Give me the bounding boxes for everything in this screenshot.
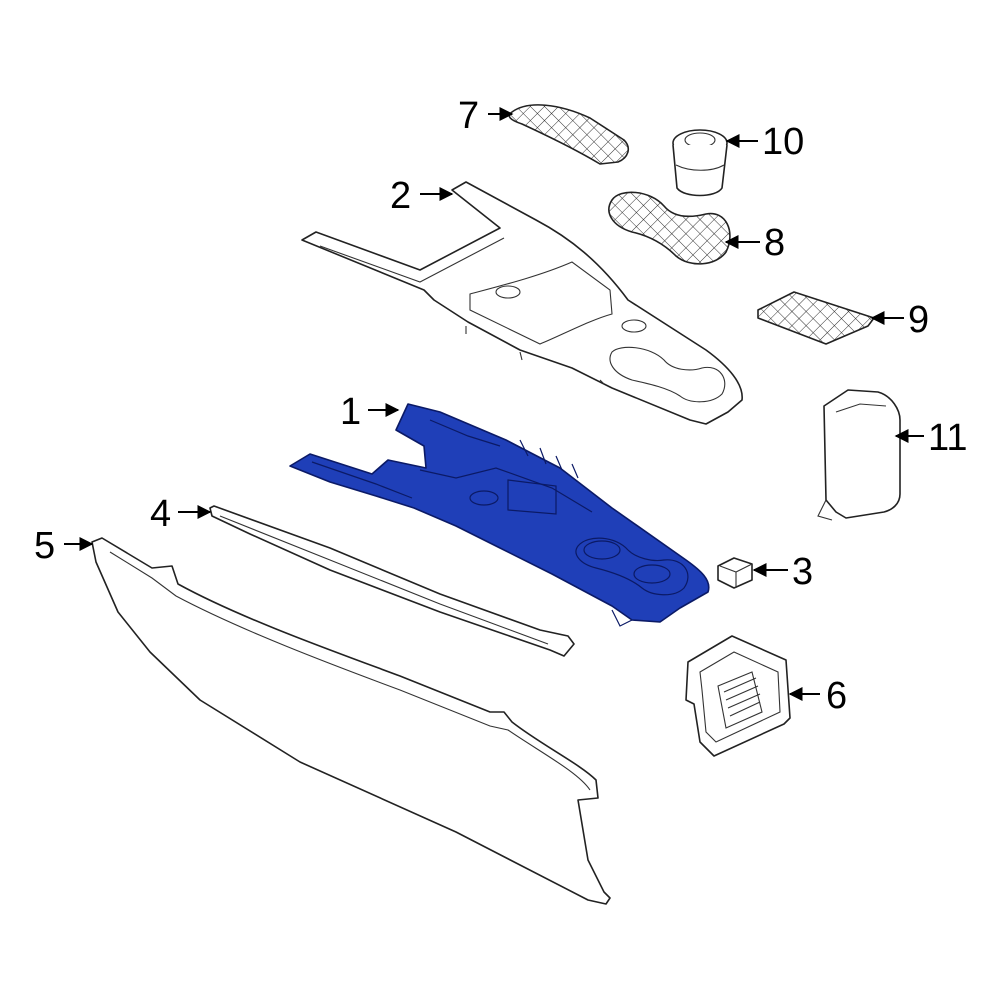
callout-3: 3 — [792, 551, 813, 593]
callout-10: 10 — [762, 121, 804, 163]
callout-6: 6 — [826, 675, 847, 717]
part-9-mesh-pad[interactable] — [757, 291, 875, 345]
part-5-side-panel[interactable] — [91, 537, 611, 905]
part-3-clip[interactable] — [717, 557, 753, 589]
leader-lines — [64, 107, 924, 701]
callout-11: 11 — [928, 417, 967, 459]
part-7-mat[interactable] — [508, 104, 630, 165]
part-6-air-vent[interactable] — [685, 635, 791, 757]
part-11-side-panel[interactable] — [817, 389, 901, 521]
part-1-console-base[interactable] — [289, 403, 710, 627]
callout-4: 4 — [150, 493, 171, 535]
part-2-console-bezel[interactable] — [301, 181, 743, 425]
part-8-cup-mat[interactable] — [608, 191, 731, 265]
part-10-cup-insert[interactable] — [672, 129, 728, 197]
callout-2: 2 — [390, 175, 411, 217]
callout-labels: 7 2 10 8 9 11 1 3 4 5 6 — [34, 95, 967, 717]
callout-7: 7 — [458, 95, 479, 137]
callout-9: 9 — [908, 299, 929, 341]
part-4-trim-strip[interactable] — [209, 505, 575, 657]
callout-5: 5 — [34, 525, 55, 567]
callout-1: 1 — [340, 391, 361, 433]
callout-8: 8 — [764, 222, 785, 264]
